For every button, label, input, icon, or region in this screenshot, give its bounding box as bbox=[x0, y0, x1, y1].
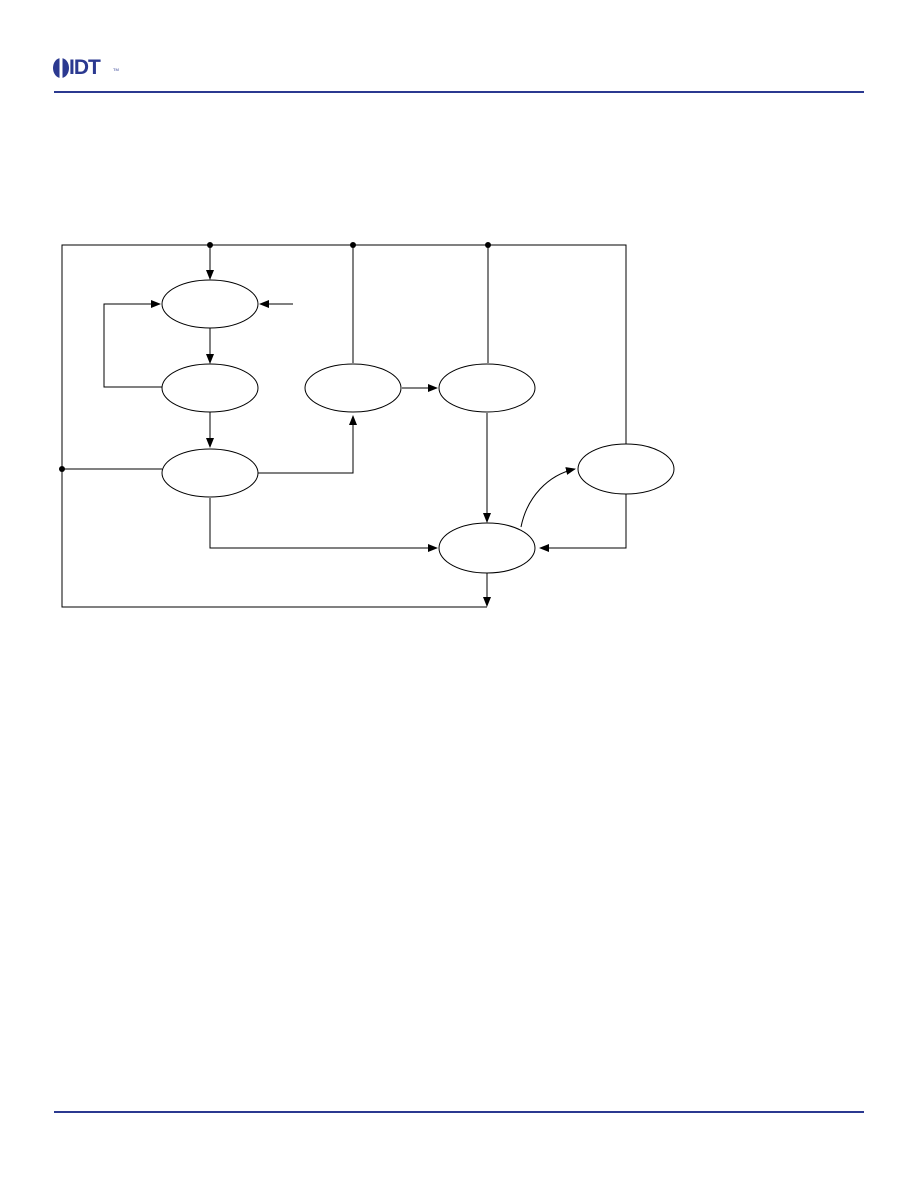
junction-dot bbox=[59, 466, 65, 472]
connector-s6-s7 bbox=[520, 467, 576, 528]
junction-dot bbox=[485, 242, 491, 248]
idt-logo: IDT TM bbox=[52, 56, 122, 82]
connector-s7-s6 bbox=[539, 494, 627, 552]
state-node-7 bbox=[577, 443, 675, 495]
junction-dot bbox=[207, 242, 213, 248]
state-node-1 bbox=[161, 279, 259, 329]
state-node-5 bbox=[438, 363, 536, 413]
connector-s3-s4 bbox=[258, 415, 357, 474]
header-rule bbox=[54, 91, 864, 93]
connector-top-bus bbox=[61, 244, 627, 469]
state-node-2 bbox=[161, 363, 259, 413]
idt-logo-text: IDT bbox=[69, 56, 101, 79]
connector-s2-loop-s1 bbox=[103, 300, 162, 388]
footer-rule bbox=[54, 1111, 864, 1113]
idt-trademark: TM bbox=[113, 67, 119, 72]
state-node-3 bbox=[161, 448, 259, 498]
connector-s3-s6 bbox=[209, 498, 438, 552]
junction-dot bbox=[350, 242, 356, 248]
idt-logo-mark-icon bbox=[53, 57, 69, 79]
state-node-4 bbox=[304, 363, 402, 413]
state-node-6 bbox=[438, 522, 536, 574]
connector-left-bus-bottom bbox=[61, 469, 487, 608]
